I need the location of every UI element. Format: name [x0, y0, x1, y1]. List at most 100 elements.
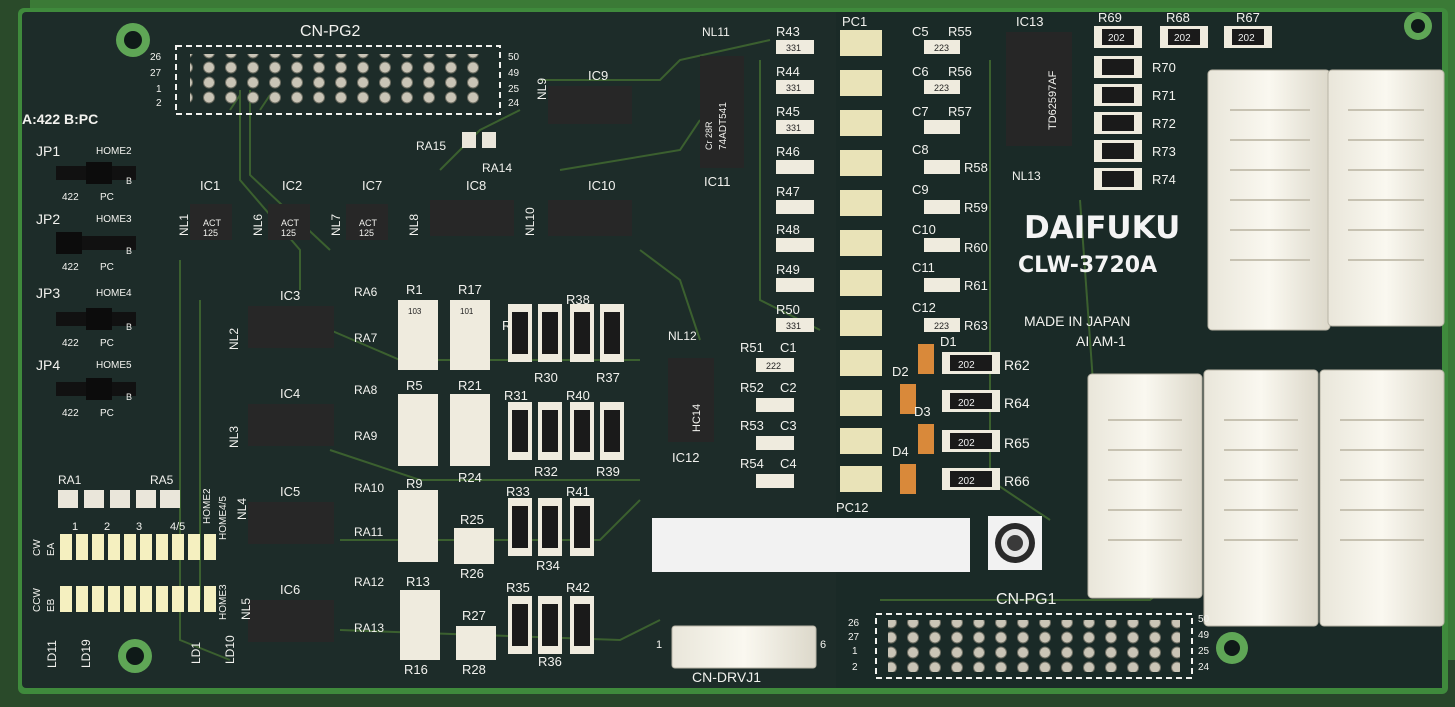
svg-text:ACT: ACT	[359, 218, 378, 228]
pin-1: 1	[156, 84, 162, 95]
svg-text:B: B	[126, 322, 132, 332]
svg-text:R47: R47	[776, 184, 800, 199]
svg-text:R5: R5	[406, 378, 423, 393]
white-connectors	[1087, 69, 1445, 627]
svg-text:D3: D3	[914, 404, 931, 419]
jumper-jp4: JP4 HOME5 422 PC B	[36, 357, 136, 419]
svg-text:RA14: RA14	[482, 161, 512, 175]
svg-text:RA9: RA9	[354, 429, 378, 443]
ic11: 74ADT541 Cr 28R IC11	[700, 56, 744, 189]
svg-text:R41: R41	[566, 484, 590, 499]
svg-text:202: 202	[958, 476, 975, 487]
svg-text:49: 49	[1198, 630, 1210, 641]
svg-text:R21: R21	[458, 378, 482, 393]
ic8: IC8	[430, 178, 514, 236]
svg-text:202: 202	[1238, 33, 1255, 44]
svg-text:R45: R45	[776, 104, 800, 119]
diode-column: D1 D2 D3 D4 R62 R64 R65 R66	[892, 334, 1030, 494]
svg-text:C7: C7	[912, 104, 929, 119]
svg-text:TD62597AF: TD62597AF	[1047, 70, 1059, 130]
svg-text:NL1: NL1	[177, 214, 191, 236]
svg-text:R39: R39	[596, 464, 620, 479]
ra-labels: RA15 RA14 RA6 RA7 RA8 RA9 RA10 RA11 RA12…	[58, 132, 512, 635]
pin-2: 2	[156, 98, 162, 109]
svg-text:C1: C1	[780, 340, 797, 355]
svg-text:R28: R28	[462, 662, 486, 677]
optocoupler-column	[840, 30, 882, 492]
svg-text:101: 101	[460, 307, 474, 316]
svg-text:PC: PC	[100, 408, 114, 419]
ic5: IC5	[248, 484, 334, 544]
svg-text:NL11: NL11	[702, 25, 730, 39]
svg-text:ACT: ACT	[281, 218, 300, 228]
svg-text:HOME2: HOME2	[96, 146, 132, 157]
svg-text:202: 202	[958, 398, 975, 409]
svg-text:R60: R60	[964, 240, 988, 255]
svg-text:HOME2: HOME2	[202, 488, 213, 524]
svg-text:331: 331	[786, 83, 801, 93]
svg-text:2: 2	[852, 662, 858, 673]
svg-text:C6: C6	[912, 64, 929, 79]
svg-text:IC4: IC4	[280, 386, 300, 401]
svg-text:Cr 28R: Cr 28R	[704, 121, 714, 150]
svg-text:NL4: NL4	[235, 498, 249, 520]
svg-text:R52: R52	[740, 380, 764, 395]
svg-text:331: 331	[786, 123, 801, 133]
svg-text:EA: EA	[46, 542, 57, 556]
svg-text:RA1: RA1	[58, 473, 82, 487]
nl-labels: NL1 NL6 NL7 NL8 NL10 NL9 NL11 NL12 NL13 …	[177, 25, 1041, 620]
made-in-label: MADE IN JAPAN	[1024, 313, 1130, 329]
label-cn-drvj1: CN-DRVJ1	[692, 669, 761, 685]
svg-text:C2: C2	[780, 380, 797, 395]
svg-text:PC: PC	[100, 192, 114, 203]
svg-text:EB: EB	[46, 598, 57, 612]
svg-text:IC12: IC12	[672, 450, 699, 465]
svg-text:HOME3: HOME3	[96, 214, 132, 225]
svg-text:R16: R16	[404, 662, 428, 677]
svg-text:ACT: ACT	[203, 218, 222, 228]
svg-text:RA10: RA10	[354, 481, 384, 495]
svg-text:R73: R73	[1152, 144, 1176, 159]
svg-text:R30: R30	[534, 370, 558, 385]
svg-text:B: B	[126, 246, 132, 256]
svg-text:202: 202	[1174, 33, 1191, 44]
svg-text:3: 3	[136, 521, 142, 533]
svg-text:R70: R70	[1152, 60, 1176, 75]
svg-text:R1: R1	[406, 282, 423, 297]
svg-text:24: 24	[1198, 662, 1210, 673]
svg-text:R59: R59	[964, 200, 988, 215]
connector-cn-pg2: CN-PG2 26 27 1 2 50 49 25 24	[150, 23, 520, 115]
pin-50: 50	[508, 52, 520, 63]
jumper-jp3: JP3 HOME4 422 PC B	[36, 285, 136, 349]
svg-text:2: 2	[104, 521, 110, 533]
svg-text:R53: R53	[740, 418, 764, 433]
pin-26: 26	[150, 52, 162, 63]
svg-text:NL13: NL13	[1012, 169, 1041, 183]
svg-text:R51: R51	[740, 340, 764, 355]
mounting-holes	[116, 12, 1432, 673]
svg-text:IC9: IC9	[588, 68, 608, 83]
svg-text:R49: R49	[776, 262, 800, 277]
svg-text:R63: R63	[964, 318, 988, 333]
resistor-column-r43-r50: R43 R44 R45 R46 R47 R48 R49 R50	[776, 24, 814, 332]
svg-text:331: 331	[786, 321, 801, 331]
svg-text:R38: R38	[566, 292, 590, 307]
svg-text:C11: C11	[912, 260, 935, 275]
svg-text:C9: C9	[912, 182, 929, 197]
svg-text:R57: R57	[948, 104, 972, 119]
power-resistors	[508, 304, 624, 654]
svg-text:R64: R64	[1004, 395, 1030, 411]
ic6: IC6	[248, 582, 334, 642]
svg-text:NL6: NL6	[251, 214, 265, 236]
svg-text:R13: R13	[406, 574, 430, 589]
svg-text:B: B	[126, 392, 132, 402]
svg-text:R31: R31	[504, 388, 528, 403]
svg-text:C10: C10	[912, 222, 936, 237]
svg-text:LD1: LD1	[189, 642, 203, 664]
svg-text:NL5: NL5	[239, 598, 253, 620]
svg-text:222: 222	[766, 361, 781, 371]
svg-text:C4: C4	[780, 456, 797, 471]
brand-block: DAIFUKU CLW-3720A MADE IN JAPAN AI AM-1	[1018, 210, 1180, 349]
